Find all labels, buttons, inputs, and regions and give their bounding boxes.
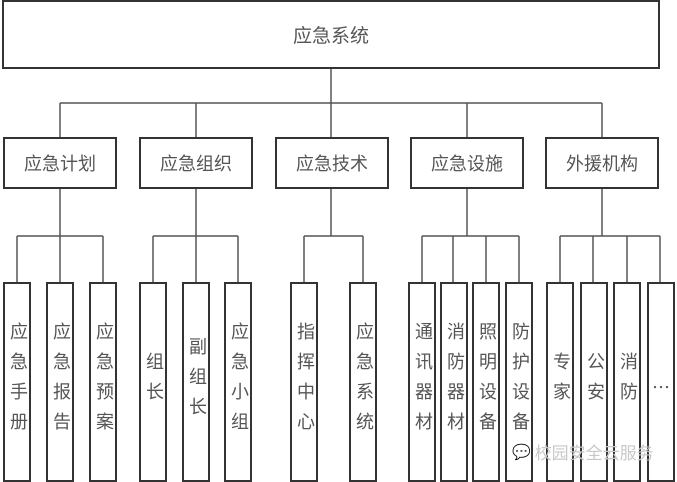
leaf-node: 组长 (139, 282, 167, 482)
leaf-node: 应急手册 (3, 282, 31, 482)
node-emergency-organization: 应急组织 (139, 137, 253, 189)
node-label: 应急技术 (296, 154, 368, 175)
node-label: 应急设施 (431, 154, 503, 175)
leaf-node: 应急预案 (89, 282, 117, 482)
leaf-node: 指挥中心 (290, 282, 318, 482)
node-emergency-facilities: 应急设施 (410, 137, 524, 189)
leaf-label: 防护设备 (509, 322, 530, 442)
leaf-label: 应急预案 (93, 322, 114, 442)
leaf-label: 指挥中心 (294, 322, 315, 442)
root-node: 应急系统 (2, 0, 660, 69)
leaf-node: … (647, 282, 675, 482)
leaf-node: 应急系统 (349, 282, 377, 482)
node-label: 应急计划 (24, 154, 96, 175)
leaf-label: 应急系统 (353, 322, 374, 442)
leaf-node: 通讯器材 (408, 282, 436, 482)
leaf-label: 消防 (617, 352, 638, 412)
leaf-label: … (652, 371, 670, 393)
leaf-label: 副组长 (186, 337, 207, 427)
leaf-node: 防护设备 (505, 282, 533, 482)
leaf-label: 应急小组 (228, 322, 249, 442)
leaf-label: 专家 (550, 352, 571, 412)
leaf-node: 消防 (613, 282, 641, 482)
node-external-agencies: 外援机构 (545, 137, 659, 189)
node-emergency-plan: 应急计划 (3, 137, 117, 189)
leaf-label: 通讯器材 (412, 322, 433, 442)
root-label: 应急系统 (292, 25, 369, 47)
leaf-label: 组长 (143, 352, 164, 412)
leaf-node: 照明设备 (472, 282, 500, 482)
node-label: 应急组织 (160, 154, 232, 175)
leaf-node: 应急报告 (46, 282, 74, 482)
leaf-label: 应急手册 (7, 322, 28, 442)
leaf-label: 照明设备 (476, 322, 497, 442)
wechat-icon: 💬 (512, 442, 531, 461)
node-emergency-technology: 应急技术 (275, 137, 389, 189)
leaf-node: 应急小组 (224, 282, 252, 482)
watermark: 💬校园安全云服务 (512, 439, 654, 465)
watermark-text: 校园安全云服务 (534, 444, 654, 464)
leaf-label: 应急报告 (50, 322, 71, 442)
leaf-label: 公安 (584, 352, 605, 412)
leaf-label: 消防器材 (444, 322, 465, 442)
leaf-node: 副组长 (182, 282, 210, 482)
node-label: 外援机构 (566, 154, 638, 175)
leaf-node: 消防器材 (440, 282, 468, 482)
